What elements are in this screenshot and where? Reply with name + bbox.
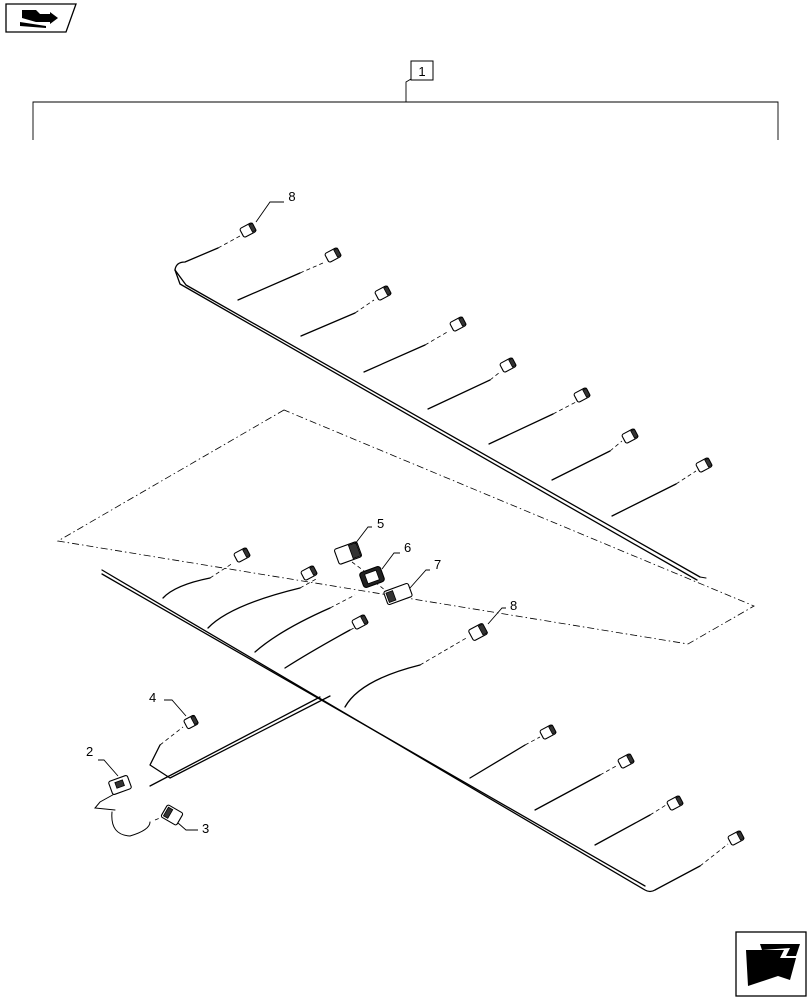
detail-region-outline (56, 409, 755, 645)
callout-7: 7 (434, 557, 441, 572)
lower-harness (94, 561, 729, 893)
callout-leaders (98, 526, 506, 831)
previous-page-icon[interactable] (5, 3, 77, 33)
callout-8-top-leader (255, 201, 284, 223)
callout-2: 2 (86, 744, 93, 759)
callout-4: 4 (149, 690, 156, 705)
callout-8-top: 8 (288, 189, 295, 204)
assembly-bracket (32, 60, 779, 140)
connector-upper (239, 222, 713, 473)
callout-1: 1 (418, 64, 425, 79)
callout-6: 6 (404, 540, 411, 555)
callout-5: 5 (377, 516, 384, 531)
callout-8-lower: 8 (510, 598, 517, 613)
upper-harness (174, 235, 707, 581)
next-page-icon[interactable] (735, 931, 807, 997)
connector-lower (108, 541, 745, 846)
callout-3: 3 (202, 821, 209, 836)
